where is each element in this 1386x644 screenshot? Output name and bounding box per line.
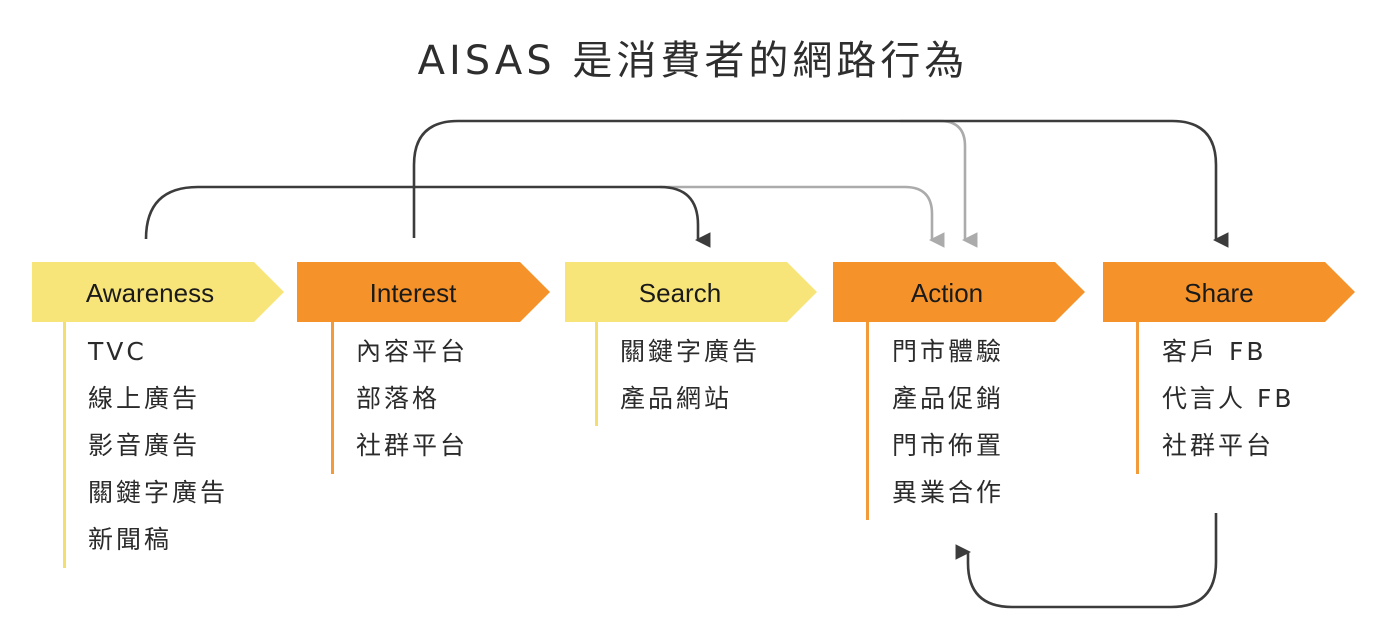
stage-chevron [1103,262,1355,322]
list-item: 社群平台 [1162,431,1275,460]
stage-items-interest: 內容平台 部落格 社群平台 [356,328,468,469]
arrow-share-to-action [955,513,1218,609]
stage-chevron [32,262,284,322]
stage-items-action: 門市體驗 產品促銷 門市佈置 異業合作 [892,328,1004,516]
stage-divider-action [866,322,869,520]
stage-items-share: 客戶 FB 代言人 FB 社群平台 [1162,328,1294,469]
list-item: 影音廣告 [88,431,201,460]
stage-label-share: Share [1184,278,1254,308]
stage-action: Action [833,262,1085,322]
list-item: 代言人 FB [1162,384,1295,413]
stage-items-awareness: TVC 線上廣告 影音廣告 關鍵字廣告 新聞稿 [88,328,228,563]
stage-items-search: 關鍵字廣告 產品網站 [620,328,760,422]
diagram-title: AISAS 是消費者的網路行為 [417,38,969,84]
stage-search: Search [565,262,817,322]
list-item: 客戶 FB [1162,337,1267,366]
stage-chevron [833,262,1085,322]
stage-label-search: Search [638,278,722,308]
list-item: 內容平台 [356,337,469,366]
stage-divider-search [595,322,598,426]
stage-divider-share [1136,322,1139,474]
arrow-awareness-to-action [660,185,945,248]
list-item: 門市體驗 [892,337,1005,366]
stage-chevron [565,262,817,322]
list-item: 關鍵字廣告 [620,337,761,366]
list-item: 新聞稿 [88,525,173,554]
arrow-interest-to-share [412,119,1229,248]
stage-interest: Interest [297,262,550,322]
stage-chevron [297,262,550,322]
list-item: 關鍵字廣告 [88,478,229,507]
list-item: 異業合作 [892,478,1005,507]
list-item: 產品網站 [620,384,733,413]
list-item: 產品促銷 [892,384,1005,413]
list-item: 社群平台 [356,431,469,460]
list-item: TVC [88,337,147,366]
stage-label-action: Action [910,278,984,308]
stage-share: Share [1103,262,1355,322]
stage-awareness: Awareness [32,262,284,322]
arrow-awareness-to-search [144,185,711,248]
list-item: 門市佈置 [892,431,1005,460]
stage-label-awareness: Awareness [85,278,215,308]
stage-divider-interest [331,322,334,474]
stage-label-interest: Interest [369,278,457,308]
list-item: 部落格 [356,384,441,413]
list-item: 線上廣告 [88,384,201,413]
stage-divider-awareness [63,322,66,568]
